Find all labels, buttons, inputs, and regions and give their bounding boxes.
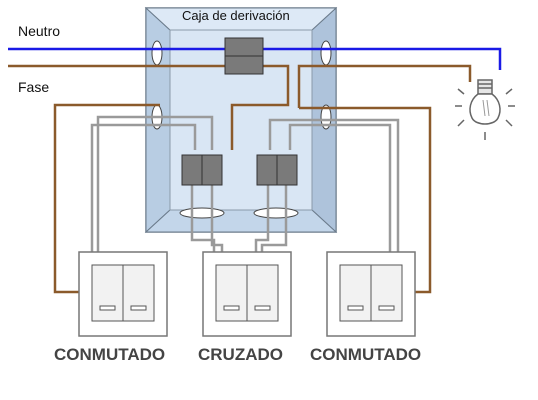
terminal-connectors [181,37,298,186]
phase-wire [8,64,472,294]
switch-label-right: CONMUTADO [310,345,422,364]
neutral-label: Neutro [18,23,61,39]
switch-label-center: CRUZADO [198,345,283,364]
box-title: Caja de derivación [182,8,290,23]
switch-plate-center [202,251,292,337]
switch-plate-left [78,251,168,337]
switch-wires [90,115,400,252]
light-bulb-icon [455,79,515,140]
phase-label: Fase [18,79,50,95]
switch-label-left: CONMUTADO [54,345,166,364]
switch-plate-right [326,251,416,337]
